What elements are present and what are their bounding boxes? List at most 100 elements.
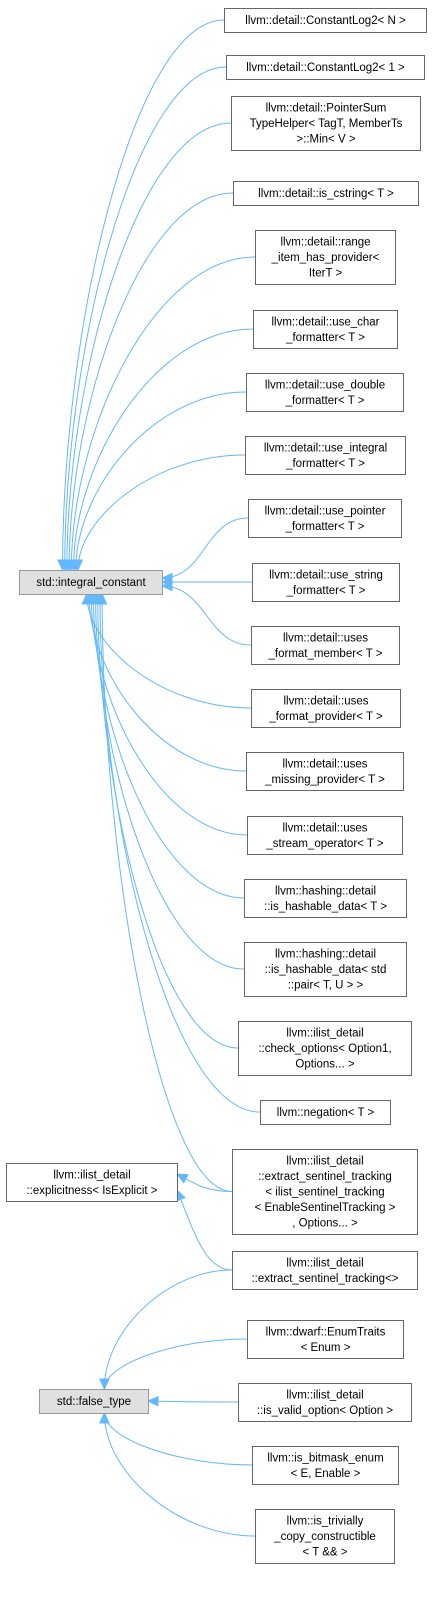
node-box [232,1149,418,1235]
inheritance-edge [103,1338,248,1390]
node-label: ::explicitness< IsExplicit > [26,1185,157,1197]
node-label: ::is_hashable_data< T > [264,901,387,913]
node-label: llvm::ilist_detail [286,1389,363,1401]
node-label: ::extract_sentinel_tracking [258,1171,392,1183]
class-node-enumtraits[interactable]: llvm::dwarf::EnumTraits< Enum > [247,1320,404,1359]
class-node-is-trivially-copy-constructible[interactable]: llvm::is_trivially_copy_constructible< T… [255,1509,395,1564]
class-node-explicitness[interactable]: llvm::ilist_detail::explicitness< IsExpl… [6,1163,178,1202]
node-label: llvm::detail::range [280,237,370,249]
node-box [6,1163,178,1202]
node-label: llvm::hashing::detail [275,885,376,897]
class-node-uses-format-provider[interactable]: llvm::detail::uses_format_provider< T > [251,689,401,728]
class-node-integral-constant[interactable]: std::integral_constant [19,570,163,595]
inheritance-edge [176,1189,233,1271]
class-node-extract-sentinel-tracking[interactable]: llvm::ilist_detail::extract_sentinel_tra… [232,1251,418,1290]
inheritance-edge [70,256,256,571]
class-node-is-bitmask-enum[interactable]: llvm::is_bitmask_enum< E, Enable > [252,1446,399,1485]
node-label: llvm::ilist_detail [53,1169,130,1181]
node-label: _formatter< T > [285,458,365,470]
inheritance-edge [77,454,246,571]
class-node-check-options[interactable]: llvm::ilist_detail::check_options< Optio… [238,1021,412,1076]
node-label: llvm::is_bitmask_enum [267,1452,383,1464]
node-label: llvm::ilist_detail [286,1028,363,1040]
node-label: _formatter< T > [285,332,365,344]
node-box [232,1251,418,1290]
class-node-uses-format-member[interactable]: llvm::detail::uses_format_member< T > [251,626,400,665]
node-box [255,1509,395,1564]
class-node-use-char-formatter[interactable]: llvm::detail::use_char_formatter< T > [253,310,398,349]
node-label: , Options... > [292,1218,358,1230]
node-label: llvm::ilist_detail [286,1156,363,1168]
class-node-range-item-has-provider[interactable]: llvm::detail::range_item_has_provider<It… [255,230,396,285]
node-box [255,230,396,285]
node-label: llvm::dwarf::EnumTraits [266,1326,386,1338]
inheritance-edge [103,1412,256,1537]
node-label: llvm::detail::uses [283,695,368,707]
node-label: _format_provider< T > [268,711,383,723]
inheritance-edge [97,593,239,1049]
inheritance-edge [95,593,245,970]
node-label: llvm::is_trivially [287,1516,364,1528]
inheritance-edge [99,593,261,1113]
node-label: llvm::detail::uses [282,758,367,770]
class-node-uses-missing-provider[interactable]: llvm::detail::uses_missing_provider< T > [246,752,404,791]
node-label: llvm::detail::ConstantLog2< N > [245,15,406,27]
class-node-use-pointer-formatter[interactable]: llvm::detail::use_pointer_formatter< T > [248,499,402,538]
class-node-is-hashable-data-pair[interactable]: llvm::hashing::detail::is_hashable_data<… [244,942,407,997]
node-box [233,181,419,206]
inheritance-edge [88,593,247,772]
node-label: < E, Enable > [291,1468,361,1480]
node-label: ::check_options< Option1, [258,1043,391,1055]
node-label: >::Min< V > [296,134,355,146]
node-label: llvm::hashing::detail [275,949,376,961]
class-node-constantlog2-1[interactable]: llvm::detail::ConstantLog2< 1 > [226,55,425,80]
inheritance-edge [161,517,249,579]
node-label: _copy_constructible [273,1531,376,1543]
class-node-use-string-formatter[interactable]: llvm::detail::use_string_formatter< T > [252,563,400,602]
class-node-uses-stream-operator[interactable]: llvm::detail::uses_stream_operator< T > [247,816,403,855]
node-box [251,626,400,665]
node-label: std::false_type [57,1396,131,1408]
node-box [247,1320,404,1359]
edges-layer [57,19,261,1537]
node-box [248,499,402,538]
class-node-constantlog2-n[interactable]: llvm::detail::ConstantLog2< N > [224,8,427,33]
nodes-layer: std::integral_constantllvm::ilist_detail… [6,8,427,1564]
inheritance-edge [68,192,234,571]
node-label: llvm::detail::use_pointer [265,505,386,517]
node-label: ::is_valid_option< Option > [257,1405,393,1417]
class-node-is-cstring[interactable]: llvm::detail::is_cstring< T > [233,181,419,206]
class-node-use-integral-formatter[interactable]: llvm::detail::use_integral_formatter< T … [245,436,406,475]
class-node-is-valid-option[interactable]: llvm::ilist_detail::is_valid_option< Opt… [238,1383,412,1422]
node-box [244,879,407,918]
class-node-false-type[interactable]: std::false_type [39,1389,149,1414]
node-label: _format_member< T > [268,648,383,660]
inheritance-edge [101,593,233,1192]
node-label: llvm::detail::use_string [269,569,383,581]
node-label: _formatter< T > [286,585,366,597]
node-label: llvm::negation< T > [277,1107,375,1119]
inheritance-edge [103,1269,233,1390]
node-box [238,1383,412,1422]
node-label: llvm::detail::use_double [265,379,385,391]
node-box [253,310,398,349]
node-label: _item_has_provider< [271,252,380,264]
inheritance-arrowhead [96,592,108,605]
node-box [246,752,404,791]
class-node-use-double-formatter[interactable]: llvm::detail::use_double_formatter< T > [246,373,404,412]
class-node-negation[interactable]: llvm::negation< T > [260,1100,391,1125]
class-node-is-hashable-data[interactable]: llvm::hashing::detail::is_hashable_data<… [244,879,407,918]
node-label: llvm::detail::use_char [271,316,379,328]
node-label: < ilist_sentinel_tracking [265,1187,384,1199]
node-box [252,563,400,602]
node-label: < Enum > [301,1342,351,1354]
node-box [251,689,401,728]
node-label: llvm::detail::ConstantLog2< 1 > [246,62,405,74]
node-box [245,436,406,475]
node-label: TypeHelper< TagT, MemberTs [250,118,403,130]
inheritance-edge [92,593,245,899]
node-label: _stream_operator< T > [265,838,383,850]
node-label: _formatter< T > [285,395,365,407]
class-node-extract-sentinel-tracking-spec[interactable]: llvm::ilist_detail::extract_sentinel_tra… [232,1149,418,1235]
